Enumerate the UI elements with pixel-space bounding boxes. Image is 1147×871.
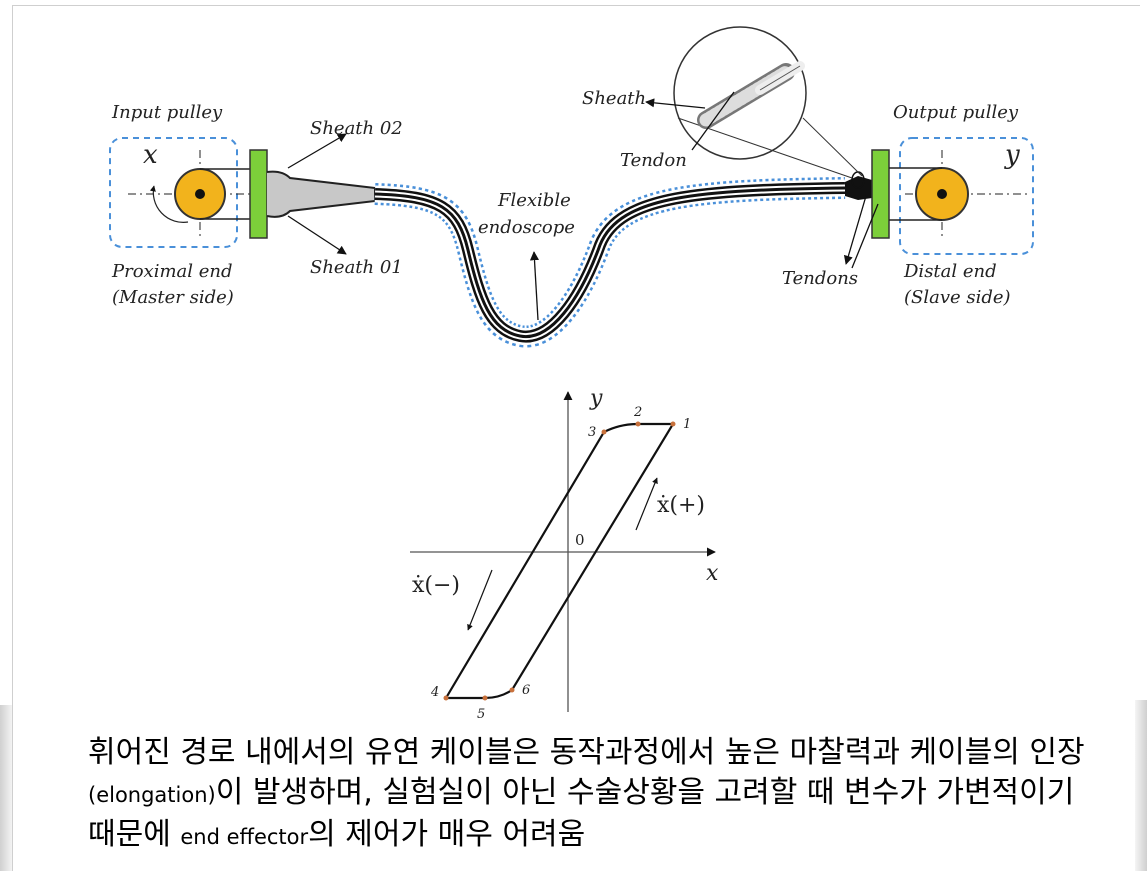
point-1 xyxy=(670,421,676,427)
output-bracket xyxy=(871,149,890,239)
backward-arrow xyxy=(467,569,493,631)
origin-label: 0 xyxy=(575,531,585,549)
caption-part-5: 의 제어가 매우 어려움 xyxy=(308,817,586,852)
master-side-label: (Master side) xyxy=(112,287,234,308)
caption-text: 휘어진 경로 내에서의 유연 케이블은 동작과정에서 높은 마찰력과 케이블의 … xyxy=(88,733,1098,857)
distal-end-label: Distal end xyxy=(903,261,997,282)
flexible-label: Flexible xyxy=(497,190,571,211)
input-bracket xyxy=(249,149,268,239)
point-3 xyxy=(601,429,607,435)
point-label-5: 5 xyxy=(477,707,485,722)
left-shadow xyxy=(0,705,12,871)
input-pulley-label: Input pulley xyxy=(111,102,223,123)
caption-part-4: end effector xyxy=(180,825,309,849)
point-2 xyxy=(635,421,641,427)
point-5 xyxy=(482,695,488,701)
point-label-3: 3 xyxy=(588,425,596,440)
caption-part-2: (elongation) xyxy=(88,783,216,807)
tendons-label: Tendons xyxy=(782,268,858,289)
caption-part-3: 이 발생하며, 실험실이 아닌 수술상황을 고려할 때 변수가 가변적이기 때문… xyxy=(88,775,1075,852)
point-4 xyxy=(443,695,449,701)
slide-frame xyxy=(12,5,1140,871)
proximal-end-label: Proximal end xyxy=(111,261,233,282)
hysteresis-loop xyxy=(444,422,675,700)
input-pulley-box xyxy=(109,137,238,248)
slave-side-label: (Slave side) xyxy=(904,287,1011,308)
point-label-2: 2 xyxy=(633,405,642,420)
sheath01-label: Sheath 01 xyxy=(310,257,403,278)
input-x-label: x xyxy=(143,140,158,170)
output-y-label: y xyxy=(1004,140,1020,170)
point-label-6: 6 xyxy=(522,683,530,698)
sheath-label: Sheath xyxy=(582,88,646,109)
hysteresis-plot: y x 0 1 2 3 4 5 6 ẋ(+) ẋ(−) xyxy=(410,386,719,722)
caption-part-1: 휘어진 경로 내에서의 유연 케이블은 동작과정에서 높은 마찰력과 케이블의 … xyxy=(88,735,1085,770)
point-6 xyxy=(509,687,515,693)
backward-label: ẋ(−) xyxy=(412,573,460,598)
output-pulley-label: Output pulley xyxy=(893,102,1019,123)
right-shadow xyxy=(1135,700,1147,871)
forward-label: ẋ(+) xyxy=(657,493,705,518)
sheath02-label: Sheath 02 xyxy=(310,118,403,139)
x-axis-label: x xyxy=(706,561,719,586)
y-axis-label: y xyxy=(589,386,603,411)
point-label-1: 1 xyxy=(683,417,691,432)
endoscope-label: endoscope xyxy=(478,217,575,238)
forward-arrow xyxy=(635,477,658,531)
output-pulley-box xyxy=(899,137,1034,255)
tendon-label: Tendon xyxy=(620,150,687,171)
point-label-4: 4 xyxy=(430,685,439,700)
